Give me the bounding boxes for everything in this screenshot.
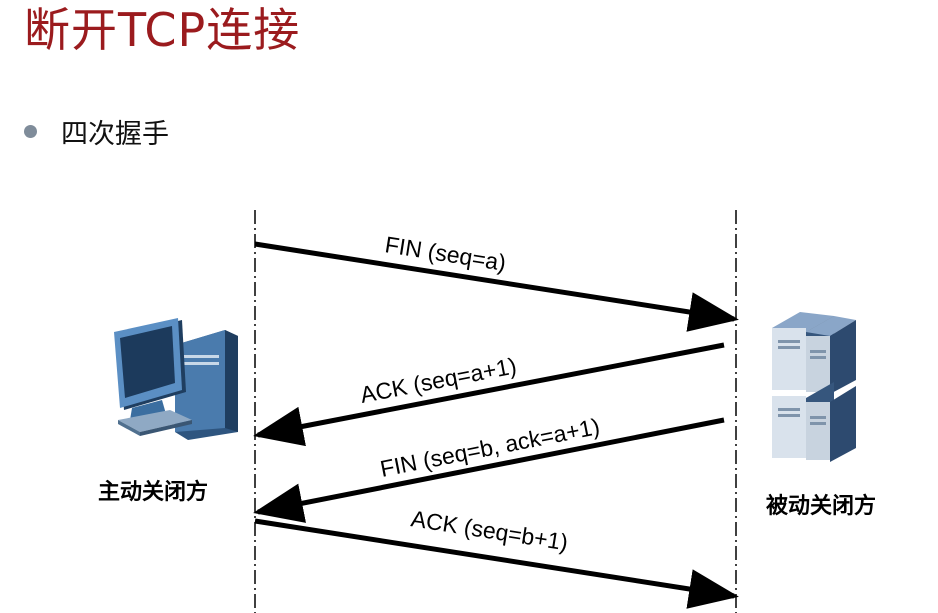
bullet-text: 四次握手 — [61, 119, 169, 150]
right-node-label: 被动关闭方 — [766, 493, 877, 519]
server-rack-icon — [772, 312, 856, 462]
left-node-label: 主动关闭方 — [98, 479, 209, 505]
page-title: 断开TCP连接 — [24, 3, 301, 57]
message-arrow-4 — [254, 518, 739, 609]
bullet-dot-icon — [24, 125, 37, 138]
message-arrow-3 — [253, 417, 725, 523]
desktop-computer-icon — [114, 318, 238, 440]
bullet-item: 四次握手 — [24, 112, 169, 151]
message-label-3: FIN (seq=b, ack=a+1) — [378, 413, 602, 482]
message-arrow-2 — [253, 342, 725, 447]
message-arrow-1 — [254, 241, 739, 332]
